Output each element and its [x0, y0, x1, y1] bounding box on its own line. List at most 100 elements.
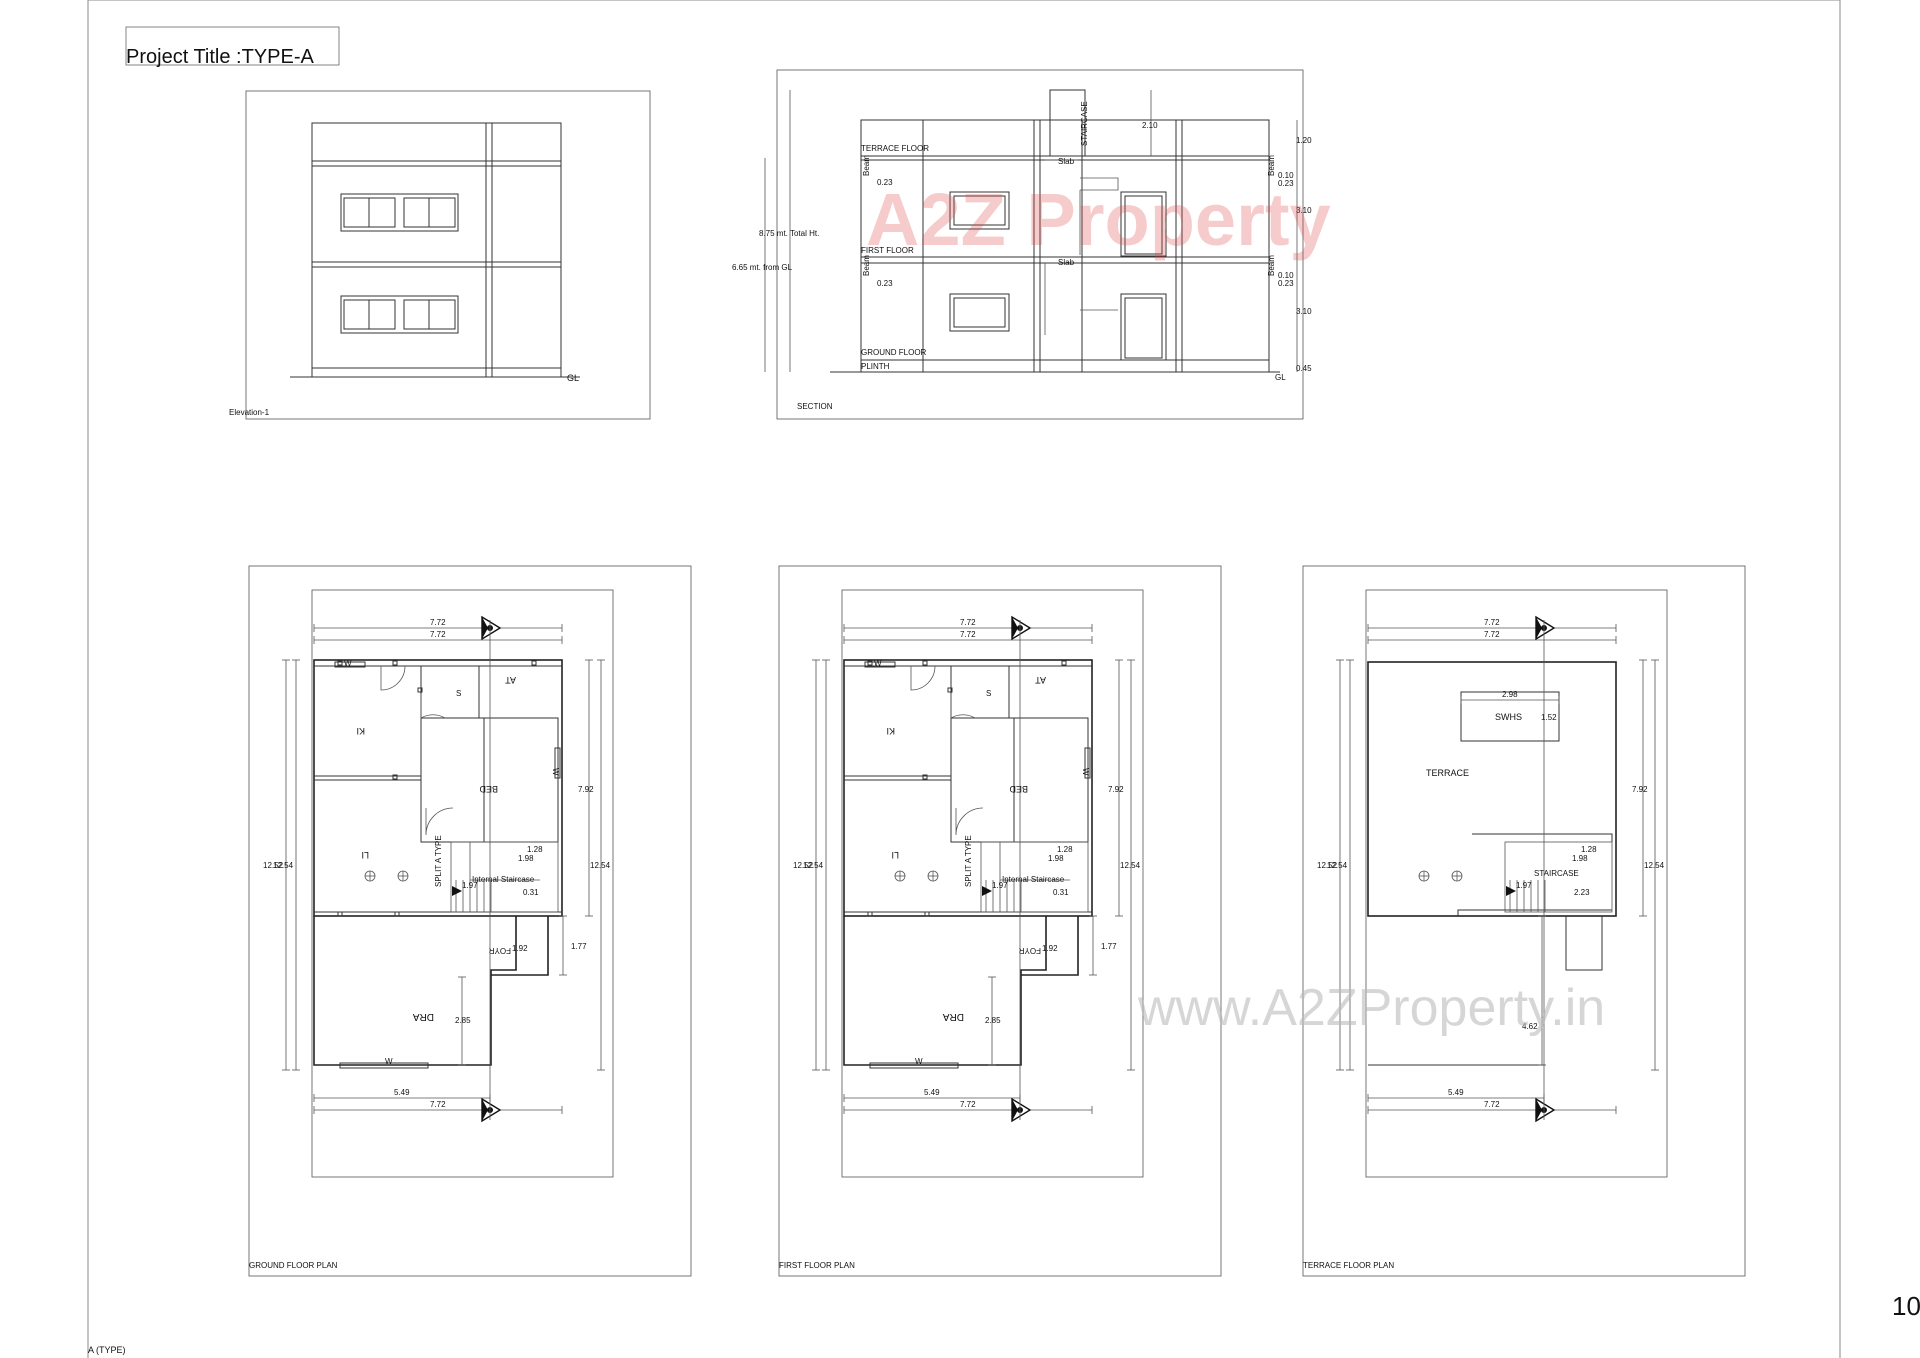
- dimension-label: 7.72: [1484, 630, 1500, 639]
- section-view: TERRACE FLOOR FIRST FLOOR GROUND FLOOR P…: [732, 69, 1312, 420]
- staircase-label: STAIRCASE: [1534, 869, 1579, 878]
- dimension-label: 1.97: [462, 881, 478, 890]
- north-arrow-icon: [1535, 615, 1556, 641]
- beam-label: Beam: [1267, 155, 1276, 176]
- sheet-border: [87, 0, 1841, 1358]
- room-label-s: S: [456, 689, 461, 698]
- section-dim: 0.23: [1278, 179, 1294, 188]
- total-height-dim: 8.75 mt. Total Ht.: [759, 229, 819, 238]
- elevation-caption: Elevation-1: [229, 408, 270, 417]
- dimension-label: 1.97: [1516, 881, 1532, 890]
- dimension-label: 1.98: [518, 854, 534, 863]
- plan-caption: TERRACE FLOOR PLAN: [1303, 1261, 1394, 1270]
- section-door: [1120, 293, 1167, 361]
- section-dim: 0.23: [1278, 279, 1294, 288]
- dimension-label: 7.72: [430, 1100, 446, 1109]
- section-caption: SECTION: [797, 402, 833, 411]
- beam-label: Beam: [862, 155, 871, 176]
- split-type-label: SPLIT A TYPE: [964, 835, 973, 887]
- window-label: W: [551, 768, 560, 776]
- room-label-li: LI: [361, 850, 369, 860]
- dimension-label: 1.92: [1042, 944, 1058, 953]
- terrace-floor-plan: TERRACE FLOOR PLAN 7.727.725.497.7212.52…: [1302, 565, 1746, 1277]
- title-box: [125, 26, 340, 66]
- elevation-frame: [245, 90, 651, 420]
- section-frame: [776, 69, 1304, 420]
- dimension-label: 1.92: [512, 944, 528, 953]
- section-dim: 0.10: [1278, 271, 1294, 280]
- ground-floor-plan: GROUND FLOOR PLAN 7.727.725.497.7212.521…: [248, 565, 692, 1277]
- room-label-foyr: FOYR: [1019, 946, 1041, 955]
- dimension-label: 7.72: [1484, 1100, 1500, 1109]
- staircase-label: STAIRCASE: [1080, 101, 1089, 146]
- elevation-window: [340, 295, 459, 334]
- dimension-label: 7.72: [960, 630, 976, 639]
- dimension-label: 2.85: [985, 1016, 1001, 1025]
- dimension-label: 12.54: [1120, 861, 1141, 870]
- north-arrow-icon: [1011, 615, 1032, 641]
- dimension-label: 1.28: [527, 845, 543, 854]
- plan-caption: GROUND FLOOR PLAN: [249, 1261, 338, 1270]
- section-door: [1120, 191, 1167, 257]
- room-label-terrace: TERRACE: [1426, 768, 1469, 778]
- section-stairs: [1044, 159, 1119, 335]
- room-label-li: LI: [891, 850, 899, 860]
- section-dim: 0.23: [877, 279, 893, 288]
- internal-staircase: [450, 841, 559, 913]
- sheet-number: 10: [1892, 1291, 1920, 1321]
- solar-water-heater: [1460, 691, 1560, 742]
- section-dim: 2.10: [1142, 121, 1158, 130]
- dimension-label: 12.54: [590, 861, 611, 870]
- dimension-label: 1.77: [1101, 942, 1117, 951]
- room-label-ki: KI: [356, 726, 365, 736]
- room-label-s: S: [986, 689, 991, 698]
- watermark-logo-text: A2Z Property: [866, 178, 1331, 261]
- dimension-label: 1.77: [571, 942, 587, 951]
- dimension-label: 12.54: [1327, 861, 1348, 870]
- dimension-label: 2.85: [455, 1016, 471, 1025]
- dimension-label: 0.31: [523, 888, 539, 897]
- ground-floor-label: GROUND FLOOR: [861, 348, 927, 357]
- dimension-label: 7.72: [960, 1100, 976, 1109]
- dimension-label: 0.31: [1053, 888, 1069, 897]
- dimension-label: 1.28: [1581, 845, 1597, 854]
- plan-caption: FIRST FLOOR PLAN: [779, 1261, 855, 1270]
- terrace-staircase: [1504, 841, 1613, 913]
- elevation-view: GL Elevation-1: [229, 90, 651, 420]
- elevation-gl-label: GL: [567, 373, 579, 383]
- section-dim: 1.20: [1296, 136, 1312, 145]
- room-label-bed: BED: [1009, 784, 1028, 794]
- dimension-label: 7.92: [578, 785, 594, 794]
- dimension-label: 2.23: [1574, 888, 1590, 897]
- dimension-label: 1.98: [1048, 854, 1064, 863]
- room-label-bed: BED: [479, 784, 498, 794]
- north-arrow-icon: [481, 615, 502, 641]
- dimension-label: 5.49: [394, 1088, 410, 1097]
- first-floor-plan: FIRST FLOOR PLAN 7.727.725.497.7212.5212…: [778, 565, 1222, 1277]
- dimension-label: 7.72: [960, 618, 976, 627]
- dimension-label: 5.49: [924, 1088, 940, 1097]
- beam-label: Beam: [862, 255, 871, 276]
- dimension-label: 7.92: [1108, 785, 1124, 794]
- window-label: W: [1081, 768, 1090, 776]
- room-label-at: AT: [1035, 675, 1046, 685]
- window-label: W: [344, 659, 352, 668]
- dimension-label: 12.54: [1644, 861, 1665, 870]
- dimension-label: 4.62: [1522, 1022, 1538, 1031]
- dimension-label: 12.54: [803, 861, 824, 870]
- project-title: Project Title :TYPE-A: [126, 46, 314, 68]
- window-label: W: [385, 1057, 393, 1066]
- elevation-window: [340, 193, 459, 232]
- dimension-label: 7.72: [1484, 618, 1500, 627]
- sheet-code: A (TYPE): [88, 1345, 126, 1355]
- dimension-label: 12.52: [1317, 861, 1338, 870]
- room-label-dra: DRA: [413, 1011, 434, 1022]
- section-dim: 3.10: [1296, 307, 1312, 316]
- dimension-label: 1.28: [1057, 845, 1073, 854]
- internal-staircase-label: Internal Staircase: [472, 875, 535, 884]
- slab-label: Slab: [1058, 258, 1075, 267]
- north-arrow-icon: [1011, 1097, 1032, 1123]
- internal-staircase: [980, 841, 1089, 913]
- section-window: [949, 191, 1010, 230]
